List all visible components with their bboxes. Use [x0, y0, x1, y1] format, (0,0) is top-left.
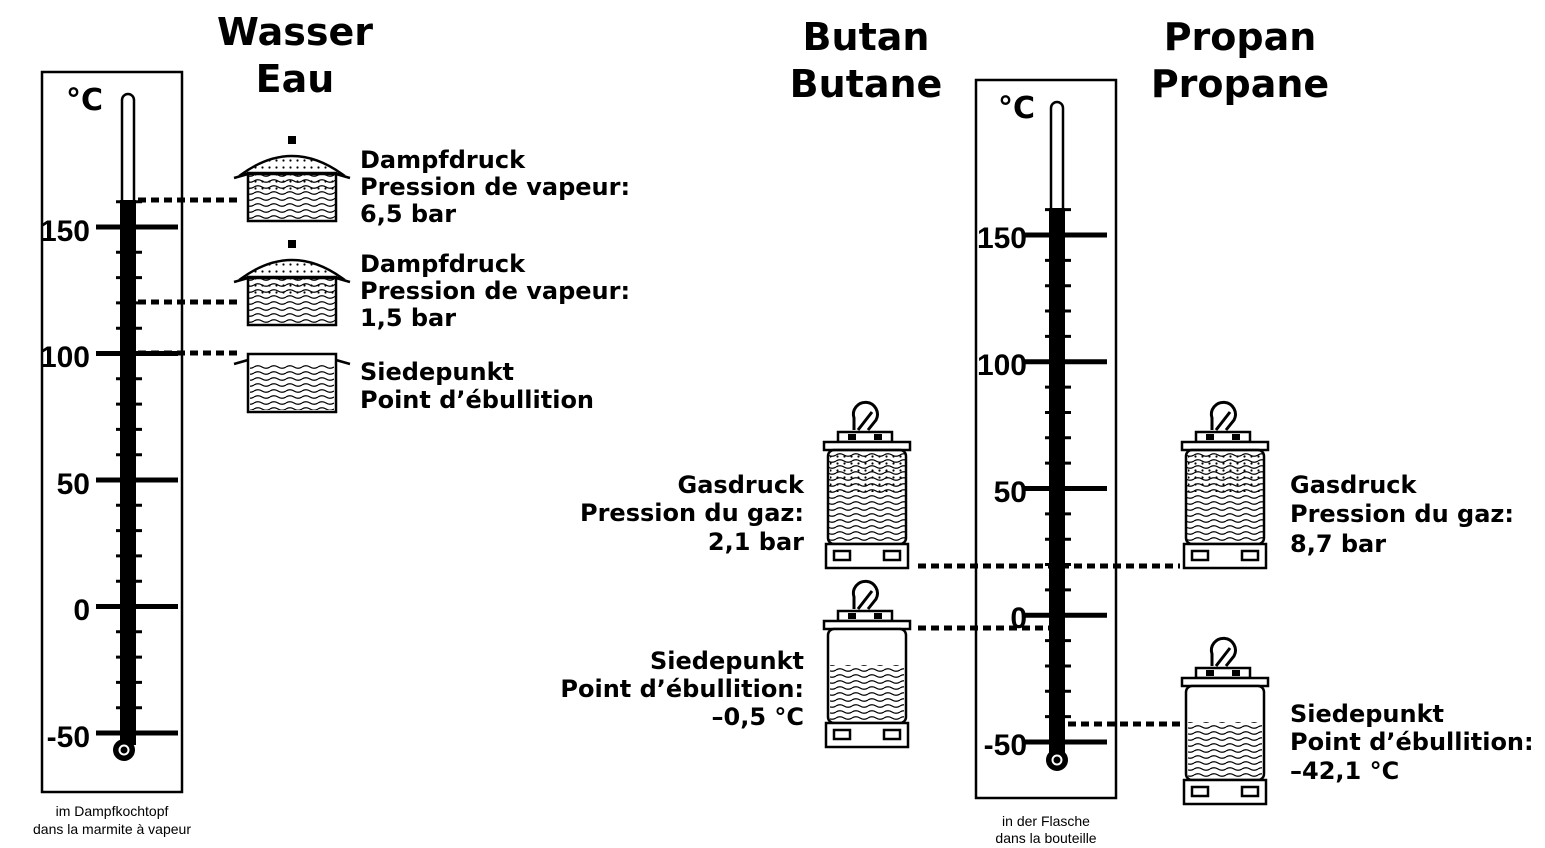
pressure-cooker-icon	[234, 240, 350, 325]
water-title-fr: Eau	[256, 57, 335, 101]
water-title-de: Wasser	[217, 10, 373, 54]
gas-thermometer: °C 150 100 50 0 -50	[976, 80, 1116, 798]
water-caption-de: im Dampfkochtopf	[56, 803, 169, 819]
butane-boiling-value: –0,5 °C	[712, 703, 804, 731]
water-thermometer-bulb	[113, 739, 135, 761]
propane-boiling-title-de: Siedepunkt	[1290, 700, 1444, 728]
gas-cylinder-icon	[1182, 638, 1268, 804]
water-thermometer-column	[120, 200, 136, 745]
butane-pressure-value: 2,1 bar	[708, 528, 804, 556]
gas-thermometer-bulb	[1046, 749, 1068, 771]
water-point-2-title-fr: Pression de vapeur:	[360, 277, 630, 305]
butane-boiling-title-fr: Point d’ébullition:	[560, 675, 804, 703]
propane-title-de: Propan	[1164, 15, 1317, 59]
water-thermometer-frame	[42, 72, 182, 792]
water-tick-label: 50	[57, 468, 90, 501]
gas-caption-de: in der Flasche	[1002, 813, 1090, 829]
water-unit-label: °C	[66, 83, 103, 118]
water-point-1-title-de: Dampfdruck	[360, 146, 526, 174]
gas-tick-marks	[1025, 210, 1107, 742]
water-tick-label: 150	[40, 215, 90, 248]
butane-pressure-title-de: Gasdruck	[678, 471, 806, 499]
gas-tick-label: 150	[977, 222, 1027, 255]
gas-tick-label: 100	[977, 349, 1027, 382]
gas-caption-fr: dans la bouteille	[995, 830, 1096, 846]
water-point-2-value: 1,5 bar	[360, 304, 456, 332]
gas-tick-label: -50	[984, 729, 1027, 762]
water-tick-label: -50	[47, 721, 90, 754]
propane-pressure-title-fr: Pression du gaz:	[1290, 500, 1514, 528]
water-point-3-title-fr: Point d’ébullition	[360, 386, 594, 414]
propane-boiling-value: –42,1 °C	[1290, 757, 1399, 785]
gas-unit-label: °C	[998, 91, 1035, 126]
water-caption-fr: dans la marmite à vapeur	[33, 821, 191, 837]
water-tick-label: 0	[73, 594, 90, 627]
water-point-1-title-fr: Pression de vapeur:	[360, 173, 630, 201]
propane-boiling-title-fr: Point d’ébullition:	[1290, 728, 1534, 756]
gas-tick-label: 50	[994, 476, 1027, 509]
gas-cylinder-icon	[824, 581, 910, 747]
water-point-2-title-de: Dampfdruck	[360, 250, 526, 278]
water-point-3-title-de: Siedepunkt	[360, 358, 514, 386]
gas-cylinder-icon	[1182, 402, 1268, 568]
gas-cylinder-icon	[824, 402, 910, 568]
propane-pressure-title-de: Gasdruck	[1290, 471, 1418, 499]
butane-title-de: Butan	[803, 15, 930, 59]
water-thermometer: °C 150 100 50 0 -50	[40, 72, 182, 792]
butane-title-fr: Butane	[790, 62, 943, 106]
water-tick-label: 100	[40, 341, 90, 374]
water-tick-marks	[96, 202, 178, 733]
gas-thermometer-column	[1049, 208, 1065, 753]
water-point-1-value: 6,5 bar	[360, 200, 456, 228]
propane-title-fr: Propane	[1151, 62, 1329, 106]
propane-pressure-value: 8,7 bar	[1290, 530, 1386, 558]
butane-pressure-title-fr: Pression du gaz:	[580, 499, 804, 527]
pressure-cooker-icon	[234, 136, 350, 221]
butane-boiling-title-de: Siedepunkt	[650, 647, 804, 675]
open-pot-icon	[234, 354, 350, 412]
